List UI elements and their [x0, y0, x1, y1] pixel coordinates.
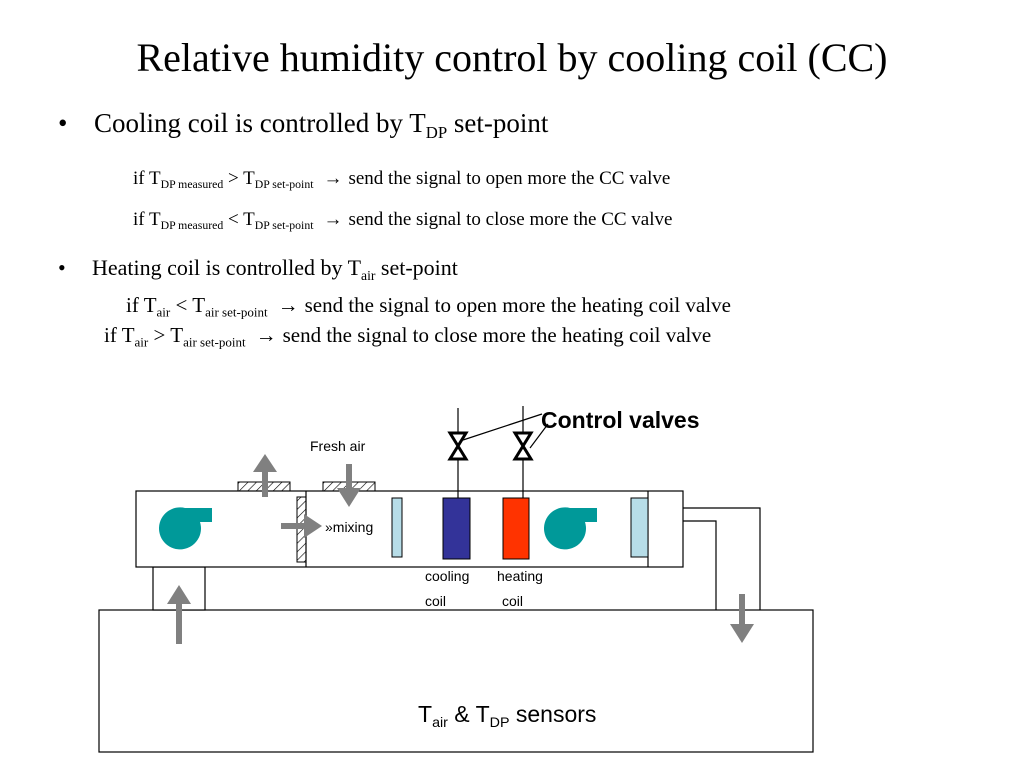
cooling-coil — [442, 497, 471, 560]
sensors-label: Tair & TDP sensors — [418, 700, 597, 731]
sensor-amp: & T — [447, 701, 490, 727]
rule-sub-setpoint: air set-point — [205, 304, 268, 320]
supply-duct — [683, 507, 761, 610]
bullet-dot: • — [58, 108, 68, 138]
rule-operator: < T — [170, 293, 206, 317]
rule-sub-setpoint: air set-point — [183, 334, 246, 350]
rule-sub-setpoint: DP set-point — [254, 178, 314, 192]
hc-rule-close: if Tair > Tair set-point →send the signal… — [104, 321, 711, 349]
rule-action: send the signal to close more the heatin… — [282, 323, 712, 347]
mixing-label: »mixing — [325, 519, 374, 535]
bullet-tail: set-point — [447, 108, 549, 138]
fresh-air-arrow-icon — [337, 464, 361, 507]
filter — [630, 497, 649, 558]
supply-fan-icon — [543, 507, 597, 550]
heating-coil-label-line2: coil — [502, 593, 524, 609]
rule-sub-setpoint: DP set-point — [254, 219, 314, 233]
cooling-coil-label-line2: coil — [425, 593, 447, 609]
control-valves-label: Control valves — [541, 407, 700, 433]
bullet-sub: air — [361, 267, 376, 283]
bullet-tail: set-point — [375, 255, 458, 280]
heating-coil — [502, 497, 530, 560]
supply-duct — [683, 520, 717, 610]
rule-operator: > T — [223, 168, 255, 189]
cc-rule-open: if TDP measured > TDP set-point →send the… — [133, 166, 670, 192]
sensor-tail: sensors — [509, 701, 597, 727]
return-air-arrow-icon — [167, 585, 191, 644]
rule-if: if T — [133, 168, 161, 189]
exhaust-arrow-icon — [253, 454, 277, 497]
cc-rule-close: if TDP measured < TDP set-point →send the… — [133, 207, 672, 233]
rule-action: send the signal to open more the heating… — [304, 293, 731, 317]
rule-if: if T — [133, 209, 161, 230]
page-title: Relative humidity control by cooling coi… — [136, 35, 888, 80]
rule-operator: < T — [223, 209, 255, 230]
rule-arrow: → — [277, 293, 299, 317]
hc-rule-open: if Tair < Tair set-point →send the signal… — [126, 291, 731, 319]
heating-coil-label-line1: heating — [497, 568, 543, 584]
rule-sub-measured: DP measured — [160, 219, 224, 233]
bullet-cooling-coil: • Cooling coil is controlled by TDP set-p… — [58, 107, 549, 142]
rule-sub-measured: air — [156, 304, 171, 320]
rule-arrow: → — [323, 209, 343, 230]
supply-air-arrow-icon — [730, 594, 754, 643]
bullet-sub: DP — [425, 122, 448, 142]
bullet-heating-coil: • Heating coil is controlled by Tair set-… — [58, 254, 458, 282]
cooling-coil-label-line1: cooling — [425, 568, 470, 584]
ahu-casing — [135, 490, 684, 568]
rule-action: send the signal to open more the CC valv… — [348, 168, 671, 189]
rule-operator: > T — [148, 323, 184, 347]
bullet-dot: • — [58, 255, 66, 280]
mixing-arrow-icon — [281, 514, 322, 538]
bullet-text: Heating coil is controlled by T — [92, 255, 362, 280]
heating-valve-icon — [512, 431, 534, 461]
valve-leader-line — [462, 413, 543, 441]
rule-sub-measured: air — [134, 334, 149, 350]
rule-arrow: → — [255, 323, 277, 347]
sensor-sub-air: air — [432, 714, 448, 731]
rule-if: if T — [104, 323, 135, 347]
sensor-sub-dp: DP — [489, 714, 510, 731]
room-box — [98, 609, 814, 753]
rule-if: if T — [126, 293, 157, 317]
filter — [391, 497, 403, 558]
return-fan-icon — [158, 507, 212, 550]
bullet-text: Cooling coil is controlled by T — [94, 108, 426, 138]
rule-arrow: → — [323, 168, 343, 189]
valve-leader-line — [529, 423, 549, 449]
rule-sub-measured: DP measured — [160, 178, 224, 192]
rule-action: send the signal to close more the CC val… — [348, 209, 673, 230]
cooling-valve-icon — [447, 431, 469, 461]
sensor-t: T — [418, 701, 433, 727]
fresh-air-label: Fresh air — [310, 438, 366, 454]
